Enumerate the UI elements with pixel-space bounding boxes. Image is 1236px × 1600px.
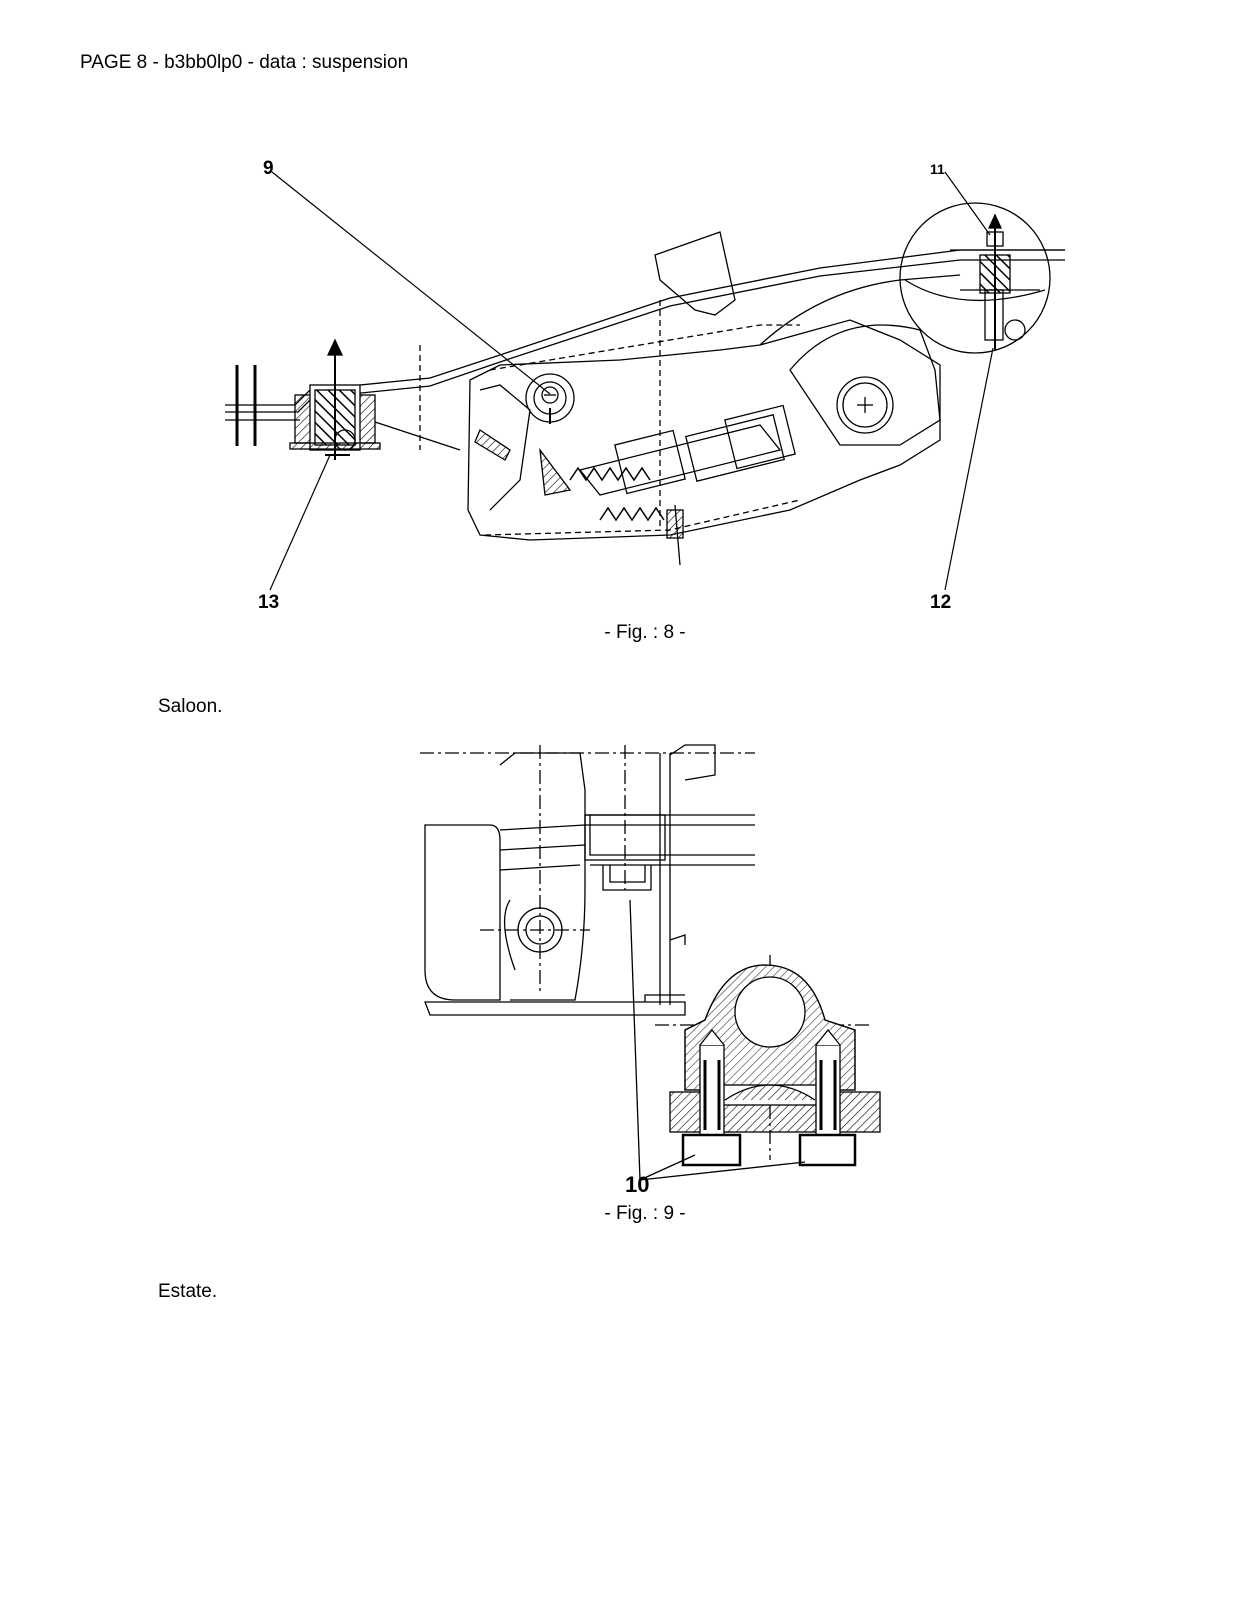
figure-8-diagram: 9 11 12 13: [225, 158, 1065, 613]
callout-10: 10: [625, 1172, 649, 1197]
callout-11: 11: [930, 161, 945, 177]
page-header: PAGE 8 - b3bb0lp0 - data : suspension: [80, 52, 409, 73]
callout-13: 13: [258, 592, 279, 613]
saloon-label: Saloon.: [158, 696, 223, 717]
estate-label: Estate.: [158, 1281, 218, 1302]
callout-12: 12: [930, 592, 951, 613]
callout-9: 9: [263, 158, 274, 179]
figure-8-caption: - Fig. : 8 -: [604, 622, 686, 643]
figure-9-diagram: 10: [420, 744, 881, 1197]
figure-9-caption: - Fig. : 9 -: [604, 1203, 686, 1224]
